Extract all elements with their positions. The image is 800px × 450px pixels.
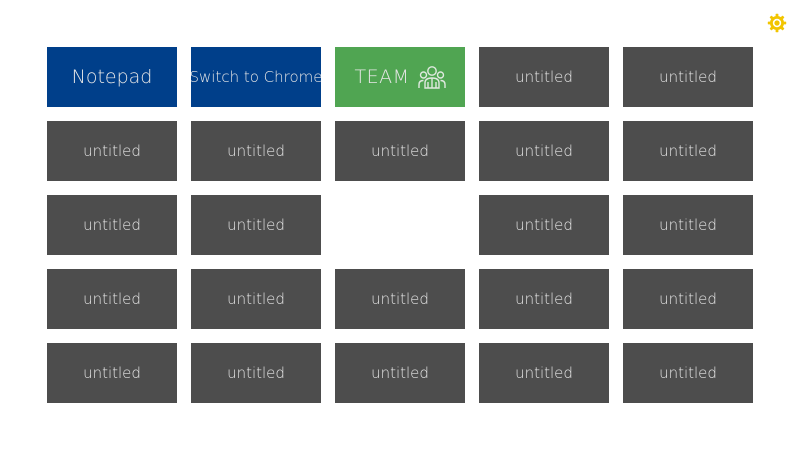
tile-untitled[interactable]: untitled [335,269,465,329]
gear-icon [767,13,787,33]
tile-untitled[interactable]: untitled [479,269,609,329]
empty-slot [335,195,465,255]
tile-untitled[interactable]: untitled [479,47,609,107]
tile-untitled[interactable]: untitled [335,343,465,403]
tile-untitled[interactable]: untitled [623,121,753,181]
tile-untitled[interactable]: untitled [191,121,321,181]
tile-label: untitled [659,142,717,160]
tile-untitled[interactable]: untitled [47,343,177,403]
tile-label: untitled [659,68,717,86]
tile-untitled[interactable]: untitled [623,47,753,107]
tile-untitled[interactable]: untitled [47,195,177,255]
tile-label: untitled [659,216,717,234]
tile-label: untitled [371,364,429,382]
tile-label: untitled [83,142,141,160]
tile-untitled[interactable]: untitled [623,195,753,255]
tile-label: Notepad [71,66,153,88]
tile-label: untitled [227,290,285,308]
tile-label: untitled [515,290,573,308]
tile-label: untitled [83,216,141,234]
tile-label: untitled [659,364,717,382]
tile-untitled[interactable]: untitled [191,269,321,329]
tile-grid: Notepad Switch to Chrome TEAM untitled untit… [47,47,753,403]
tile-label: untitled [227,364,285,382]
tile-label: untitled [515,216,573,234]
tile-label: untitled [83,290,141,308]
tile-label: Switch to Chrome [191,68,321,86]
tile-label: untitled [227,216,285,234]
tile-untitled[interactable]: untitled [479,343,609,403]
tile-label: untitled [371,290,429,308]
settings-button[interactable] [767,13,787,33]
tile-untitled[interactable]: untitled [623,343,753,403]
tile-label: TEAM [354,66,410,88]
tile-untitled[interactable]: untitled [191,195,321,255]
tile-switch-to-chrome[interactable]: Switch to Chrome [191,47,321,107]
tile-team[interactable]: TEAM [335,47,465,107]
tile-label: untitled [515,68,573,86]
tile-label: untitled [227,142,285,160]
team-icon [417,64,446,90]
tile-label: untitled [83,364,141,382]
tile-untitled[interactable]: untitled [335,121,465,181]
tile-label: untitled [659,290,717,308]
tile-label: untitled [515,364,573,382]
tile-untitled[interactable]: untitled [47,269,177,329]
tile-notepad[interactable]: Notepad [47,47,177,107]
tile-untitled[interactable]: untitled [623,269,753,329]
tile-label: untitled [515,142,573,160]
tile-untitled[interactable]: untitled [47,121,177,181]
tile-untitled[interactable]: untitled [479,121,609,181]
tile-label: untitled [371,142,429,160]
tile-untitled[interactable]: untitled [479,195,609,255]
tile-untitled[interactable]: untitled [191,343,321,403]
